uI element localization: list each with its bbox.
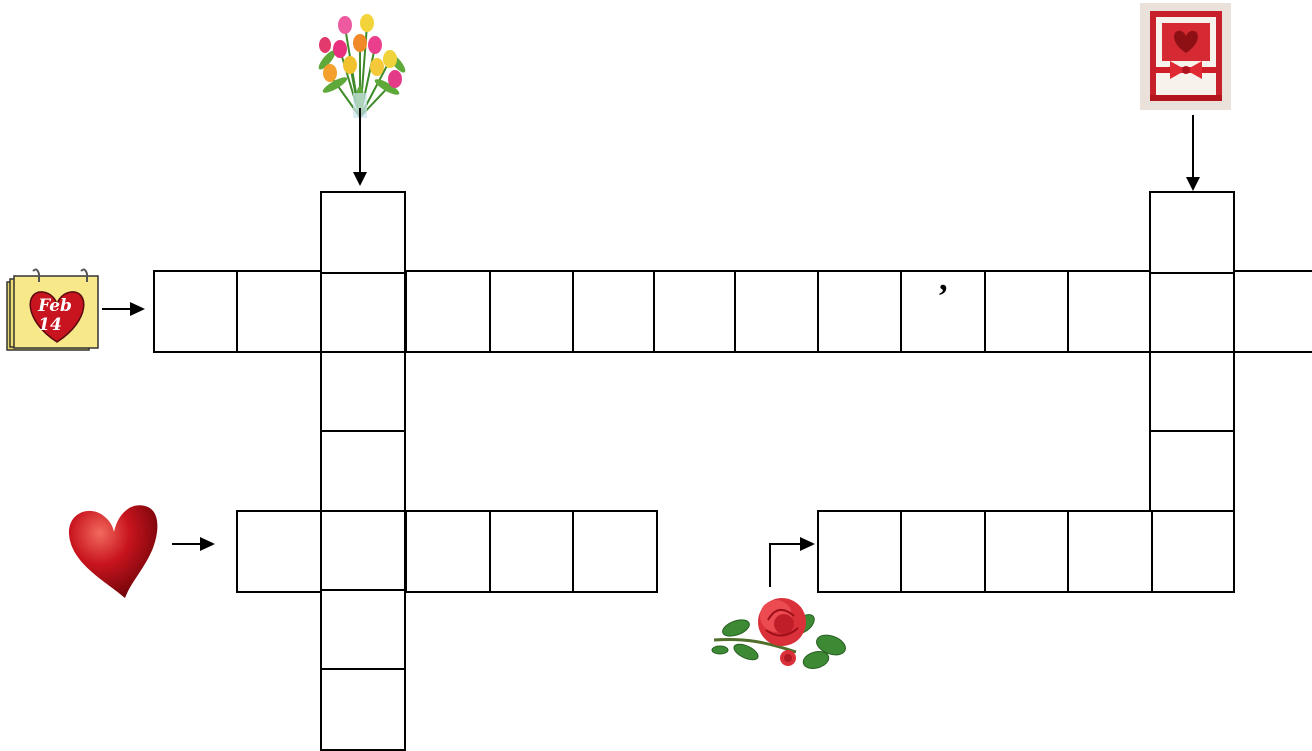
cell-across-rose-1[interactable] (817, 510, 903, 593)
cell-across-1-12[interactable] (1067, 270, 1153, 353)
cell-down-card-5[interactable] (1149, 510, 1235, 593)
cell-across-1-9[interactable] (817, 270, 903, 353)
cell-letter: ’ (902, 278, 984, 316)
calendar-feb-14-icon: Feb 14 (5, 268, 101, 354)
cell-down-card-4[interactable] (1149, 430, 1235, 513)
cell-down-flowers-6[interactable] (320, 589, 406, 672)
cell-across-rose-4[interactable] (1067, 510, 1153, 593)
cell-across-1-11[interactable] (984, 270, 1070, 353)
cell-across-1-14[interactable] (1233, 270, 1312, 353)
cell-across-1-7[interactable] (653, 270, 739, 353)
down-arrow-card (1183, 115, 1203, 193)
cell-across-heart-3[interactable] (489, 510, 575, 593)
cell-across-heart-1[interactable] (236, 510, 322, 593)
tulip-bouquet-icon (305, 5, 410, 120)
cell-down-card-3[interactable] (1149, 351, 1235, 434)
cell-across-rose-2[interactable] (900, 510, 986, 593)
right-arrow-calendar (102, 301, 146, 317)
heart-icon (67, 502, 161, 600)
cell-down-flowers-5[interactable] (320, 510, 406, 593)
cell-across-rose-3[interactable] (984, 510, 1070, 593)
cell-down-flowers-3[interactable] (320, 351, 406, 434)
cell-across-1-8[interactable] (734, 270, 820, 353)
right-arrow-heart (172, 536, 216, 552)
cell-across-heart-2[interactable] (405, 510, 491, 593)
cell-across-1-4[interactable] (405, 270, 491, 353)
cell-down-flowers-7[interactable] (320, 668, 406, 751)
calendar-month-text: Feb (37, 296, 72, 316)
cell-across-1-3[interactable] (320, 270, 406, 353)
cell-across-1-10[interactable]: ’ (900, 270, 986, 353)
cell-across-1-5[interactable] (489, 270, 575, 353)
cell-down-card-1[interactable] (1149, 191, 1235, 274)
cell-across-1-13[interactable] (1149, 270, 1235, 353)
cell-down-flowers-4[interactable] (320, 430, 406, 513)
bent-arrow-rose (766, 535, 816, 589)
cell-across-1-6[interactable] (572, 270, 658, 353)
cell-down-flowers-1[interactable] (320, 191, 406, 274)
down-arrow-flowers (350, 108, 370, 188)
cell-across-1-2[interactable] (236, 270, 322, 353)
cell-across-1-1[interactable] (153, 270, 239, 353)
calendar-day-text: 14 (38, 315, 62, 335)
rose-icon (706, 590, 851, 680)
cell-across-heart-4[interactable] (572, 510, 658, 593)
valentine-card-icon (1140, 3, 1231, 110)
